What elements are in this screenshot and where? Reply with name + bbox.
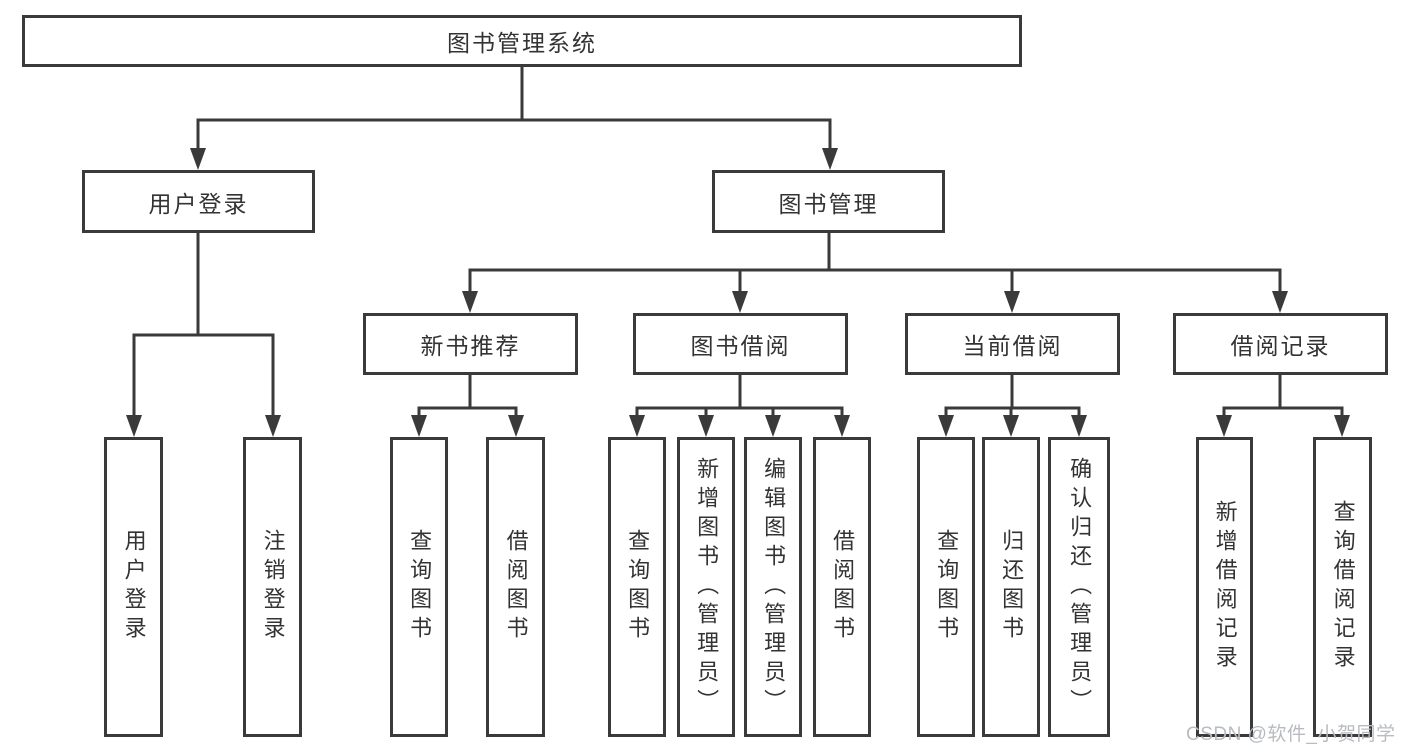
leaf-logout-label: 注销登录 <box>260 529 286 645</box>
node-book-management: 图书管理 <box>712 170 945 233</box>
leaf-add-books-admin: 新增图书（管理员） <box>677 437 735 737</box>
leaf-query-borrow-record: 查询借阅记录 <box>1313 437 1372 737</box>
leaf-user-login-label: 用户登录 <box>121 529 147 645</box>
connector-new-book-children <box>417 372 518 422</box>
node-book-management-label: 图书管理 <box>778 190 879 217</box>
leaf-logout: 注销登录 <box>243 437 302 737</box>
node-user-login-group: 用户登录 <box>82 170 315 233</box>
node-root-library-system: 图书管理系统 <box>22 15 1022 67</box>
node-user-login-group-label: 用户登录 <box>148 190 249 217</box>
node-borrow-record-label: 借阅记录 <box>1230 333 1331 359</box>
leaf-return-books: 归还图书 <box>982 437 1040 737</box>
csdn-watermark: CSDN @软件_小贺同学 <box>1186 724 1396 745</box>
connector-root-to-level2 <box>196 65 832 152</box>
leaf-return-books-label: 归还图书 <box>999 529 1025 645</box>
leaf-borrow-books-recommend: 借阅图书 <box>486 437 545 737</box>
leaf-user-login: 用户登录 <box>104 437 163 737</box>
leaf-query-books-current: 查询图书 <box>917 437 975 737</box>
connector-book-management-children <box>468 231 1282 297</box>
node-new-book-recommend: 新书推荐 <box>363 313 578 375</box>
node-new-book-recommend-label: 新书推荐 <box>420 333 521 359</box>
node-current-borrow-label: 当前借阅 <box>962 333 1063 359</box>
node-borrow-record: 借阅记录 <box>1173 313 1388 375</box>
leaf-edit-books-admin: 编辑图书（管理员） <box>744 437 802 737</box>
leaf-query-books-recommend: 查询图书 <box>390 437 448 737</box>
connector-book-borrow-children <box>635 372 844 422</box>
leaf-add-borrow-record: 新增借阅记录 <box>1196 437 1253 737</box>
connector-borrow-record-children <box>1222 372 1344 422</box>
node-book-borrow: 图书借阅 <box>633 313 848 375</box>
leaf-confirm-return-admin: 确认归还（管理员） <box>1048 437 1110 737</box>
leaf-borrow-books: 借阅图书 <box>813 437 871 737</box>
leaf-borrow-books-label: 借阅图书 <box>830 529 856 645</box>
leaf-borrow-books-recommend-label: 借阅图书 <box>503 529 529 645</box>
leaf-query-books-recommend-label: 查询图书 <box>407 529 433 645</box>
connector-user-login-children <box>132 231 275 420</box>
node-current-borrow: 当前借阅 <box>905 313 1120 375</box>
leaf-confirm-return-admin-label: 确认归还（管理员） <box>1067 456 1093 718</box>
leaf-add-borrow-record-label: 新增借阅记录 <box>1212 500 1238 674</box>
leaf-query-borrow-record-label: 查询借阅记录 <box>1330 500 1356 674</box>
connector-current-borrow-children <box>944 372 1081 422</box>
node-root-label: 图书管理系统 <box>447 30 597 56</box>
leaf-query-books-current-label: 查询图书 <box>934 529 960 645</box>
arrowheads <box>126 148 1350 437</box>
leaf-edit-books-admin-label: 编辑图书（管理员） <box>761 456 787 718</box>
node-book-borrow-label: 图书借阅 <box>690 333 791 359</box>
leaf-query-books-borrow: 查询图书 <box>608 437 666 737</box>
leaf-query-books-borrow-label: 查询图书 <box>625 529 651 645</box>
leaf-add-books-admin-label: 新增图书（管理员） <box>694 456 720 718</box>
